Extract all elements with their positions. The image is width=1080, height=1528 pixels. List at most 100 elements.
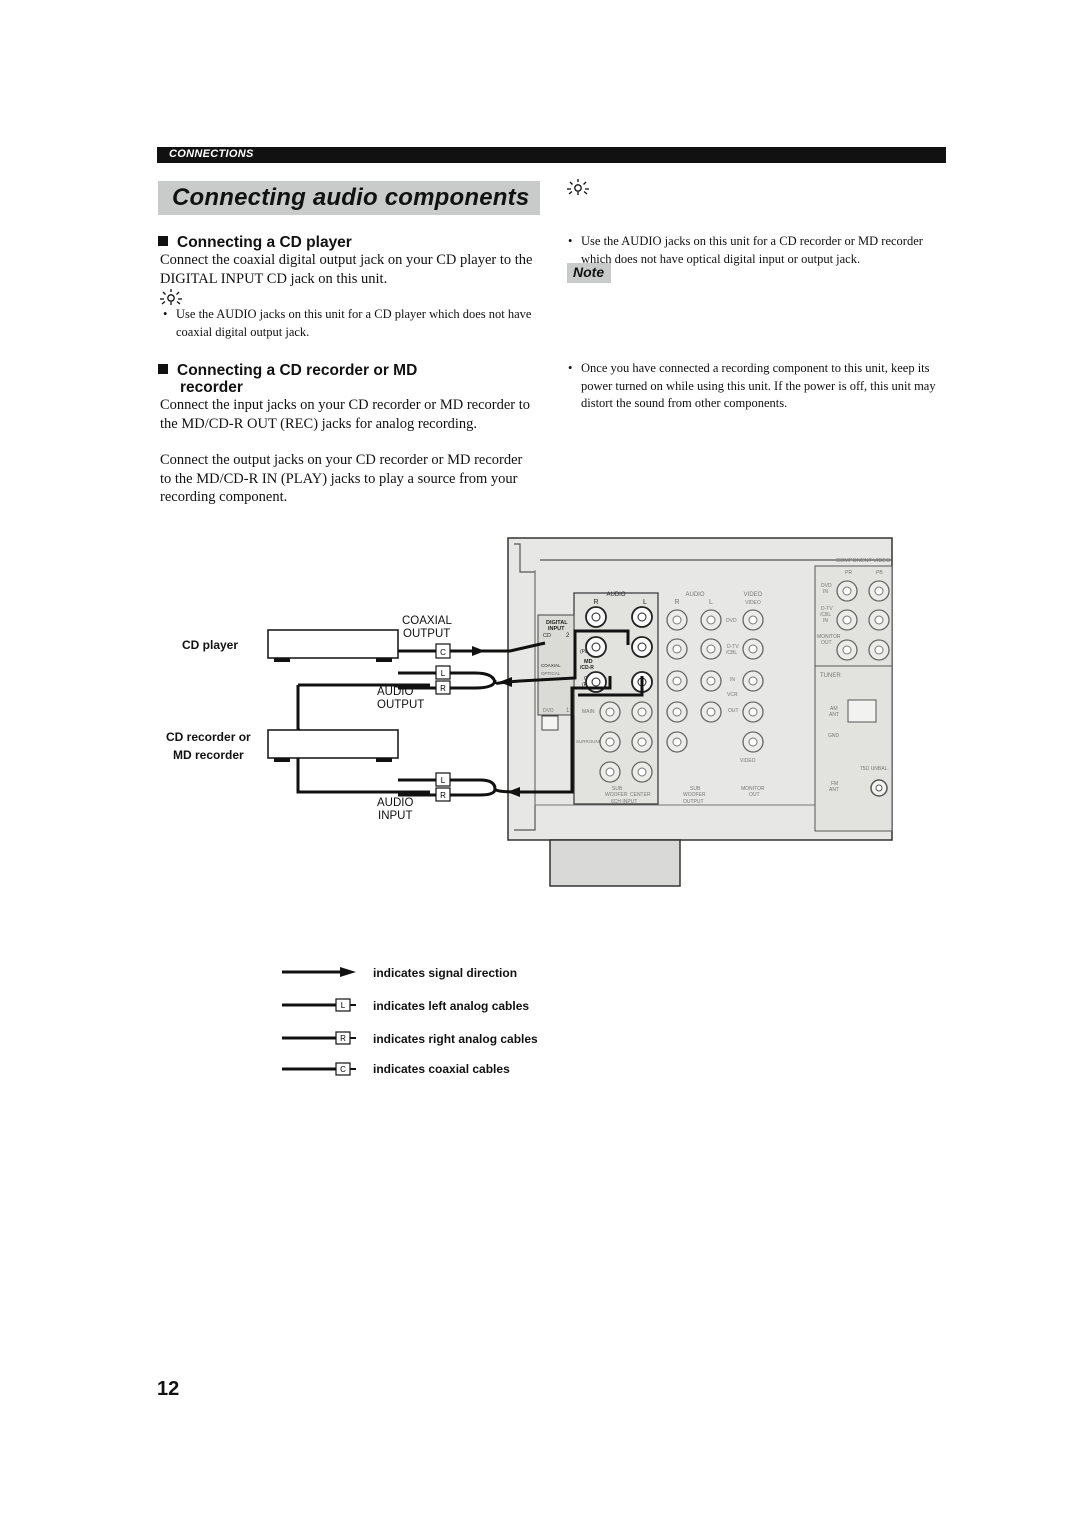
svg-text:R: R: [440, 684, 446, 693]
panel-label-gnd: GND: [828, 733, 840, 739]
panel-label-dtv2: D-TV: [821, 606, 833, 612]
legend-signal: indicates signal direction: [373, 966, 518, 980]
am-antenna-terminal: [847, 699, 877, 723]
panel-label-tuner: TUNER: [820, 673, 841, 679]
page-number: 12: [157, 1378, 180, 1400]
cd-player-label: CD player: [182, 638, 239, 652]
md-recorder-label: MD recorder: [173, 748, 244, 762]
svg-text:L: L: [441, 776, 446, 785]
panel-label-out4: OUT: [821, 640, 832, 646]
panel-label-out2: OUT: [728, 708, 739, 714]
connection-diagram: AUDIO R L CD DIGITAL INPUT CD 2 IN (PLAY…: [267, 537, 893, 887]
panel-label-cbl: /CBL: [726, 650, 737, 656]
svg-text:C: C: [440, 648, 446, 657]
panel-label-dvd2: DVD: [543, 708, 554, 714]
panel-label-out3: OUT: [749, 792, 760, 798]
arrow-icon: [507, 787, 520, 797]
panel-label-sub2: SUB: [690, 786, 701, 792]
cd-recorder-label: CD recorder or: [166, 730, 251, 744]
panel-label-sub: SUB: [612, 786, 623, 792]
svg-text:R: R: [340, 1034, 346, 1043]
arrow-icon: [472, 646, 485, 656]
panel-label-pb: PB: [876, 570, 883, 576]
panel-label-dvd3: DVD: [821, 583, 832, 589]
panel-label-am: AM: [830, 706, 838, 712]
panel-label-video3: VIDEO: [740, 758, 756, 764]
cd-player-device: [267, 629, 399, 659]
cd-recorder-body-2: Connect the output jacks on your CD reco…: [160, 452, 523, 505]
panel-label-optical: OPTICAL: [541, 671, 561, 676]
panel-label-vcr: VCR: [727, 692, 738, 698]
legend-coaxial: indicates coaxial cables: [373, 1062, 510, 1076]
panel-label-ant: ANT: [829, 712, 839, 718]
note-label-box: Note: [567, 263, 611, 283]
cd-recorder-body-1: Connect the input jacks on your CD recor…: [160, 397, 531, 432]
panel-label-in4: IN: [823, 618, 828, 624]
panel-label-ohm: 75Ω UNBAL.: [860, 766, 889, 772]
arrow-icon: [499, 677, 512, 687]
panel-label-video: VIDEO: [744, 592, 763, 598]
heading-cd-player: Connecting a CD player: [158, 234, 538, 251]
cd-player-body: Connect the coaxial digital output jack …: [160, 252, 533, 287]
note-text: Once you have connected a recording comp…: [565, 360, 959, 413]
panel-label-in2: IN: [730, 677, 735, 683]
panel-label-dtv: D-TV: [727, 644, 739, 650]
panel-label-center: CENTER: [630, 792, 651, 798]
section-label: CONNECTIONS: [169, 148, 254, 160]
plug-l-output: L: [435, 665, 451, 680]
panel-label-pr: PR: [845, 570, 852, 576]
svg-text:R: R: [440, 791, 446, 800]
plug-c: C: [435, 643, 451, 659]
panel-label-monitor: MONITOR: [741, 786, 765, 792]
panel-label-l2: L: [709, 599, 713, 606]
panel-label-cdr: /CD-R: [580, 665, 594, 671]
panel-label-monitor2: MONITOR: [817, 634, 841, 640]
panel-label-main: MAIN: [582, 709, 595, 715]
legend-icons: L R C: [282, 967, 356, 1076]
cd-player-tip: Use the AUDIO jacks on this unit for a C…: [160, 306, 554, 341]
panel-label-cbl2: /CBL: [820, 612, 831, 618]
legend-right: indicates right analog cables: [373, 1032, 538, 1046]
panel-label-woofer2: WOOFER: [683, 792, 706, 798]
svg-text:L: L: [441, 669, 446, 678]
panel-label-audio: AUDIO: [606, 592, 625, 598]
panel-label-in3: IN: [823, 589, 828, 595]
optical-jack: [541, 715, 559, 731]
panel-label-input: INPUT: [548, 626, 565, 632]
plug-r-input: R: [435, 787, 451, 802]
page-title-box: Connecting audio components: [158, 181, 540, 215]
panel-label-r2: R: [674, 599, 679, 606]
panel-label-cd2: CD: [543, 633, 551, 639]
square-bullet-icon: [158, 364, 168, 374]
plug-l-input: L: [435, 772, 451, 787]
panel-label-woofer: WOOFER: [605, 792, 628, 798]
panel-label-1: 1: [566, 708, 570, 714]
tip-icon: [160, 289, 182, 305]
audio-input-label: AUDIO: [377, 797, 414, 809]
panel-label-fm: FM: [831, 781, 838, 787]
panel-label-r: R: [593, 599, 598, 606]
arrow-icon: [340, 967, 356, 977]
panel-label-dvd: DVD: [726, 618, 737, 624]
panel-label-audio2: AUDIO: [685, 592, 704, 598]
panel-label-digital: DIGITAL: [546, 620, 568, 626]
panel-label-ant2: ANT: [829, 787, 839, 793]
audio-output-label: AUDIO: [377, 686, 414, 698]
coaxial-label: COAXIAL: [402, 615, 452, 627]
panel-label-component-video: COMPONENT VIDEO: [836, 558, 891, 564]
panel-label-2: 2: [566, 633, 570, 639]
legend-left: indicates left analog cables: [373, 999, 530, 1013]
panel-label-coaxial: COAXIAL: [541, 663, 561, 668]
panel-label-6ch-input: 6CH INPUT: [611, 799, 637, 805]
svg-text:C: C: [340, 1065, 346, 1074]
panel-label-surround: SURROUND: [576, 739, 603, 744]
panel-label-md: MD: [584, 659, 593, 665]
svg-text:L: L: [341, 1001, 346, 1010]
receiver-stand: [549, 839, 681, 887]
heading-cd-recorder: Connecting a CD recorder or MD recorder: [158, 362, 538, 396]
recorder-tip: Use the AUDIO jacks on this unit for a C…: [565, 233, 956, 268]
page-title: Connecting audio components: [172, 184, 530, 211]
coaxial-output-label: OUTPUT: [403, 628, 451, 640]
note-label: Note: [573, 264, 605, 280]
cd-recorder-device: [267, 729, 399, 759]
